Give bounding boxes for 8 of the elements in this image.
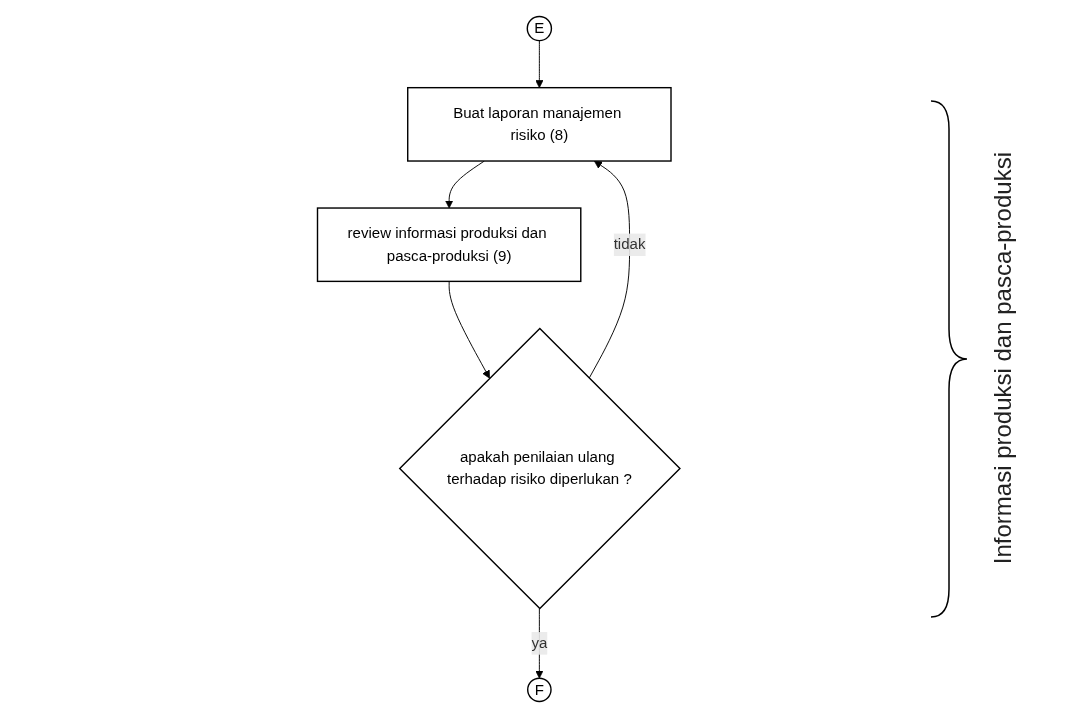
edge-label: tidak bbox=[613, 235, 646, 252]
node-box: review informasi produksi dan pasca-produksi (9) bbox=[316, 206, 582, 282]
node-diamond: apakah penilaian ulang terhadap risiko diperlukan ? bbox=[398, 326, 681, 610]
side-label: Informasi produksi dan pasca-produksi bbox=[988, 152, 1017, 565]
node-circle: F bbox=[526, 676, 552, 702]
node-circle: E bbox=[526, 15, 552, 41]
node-box: Buat laporan manajemen risiko (8) bbox=[406, 86, 672, 162]
edge-label: ya bbox=[531, 634, 548, 651]
